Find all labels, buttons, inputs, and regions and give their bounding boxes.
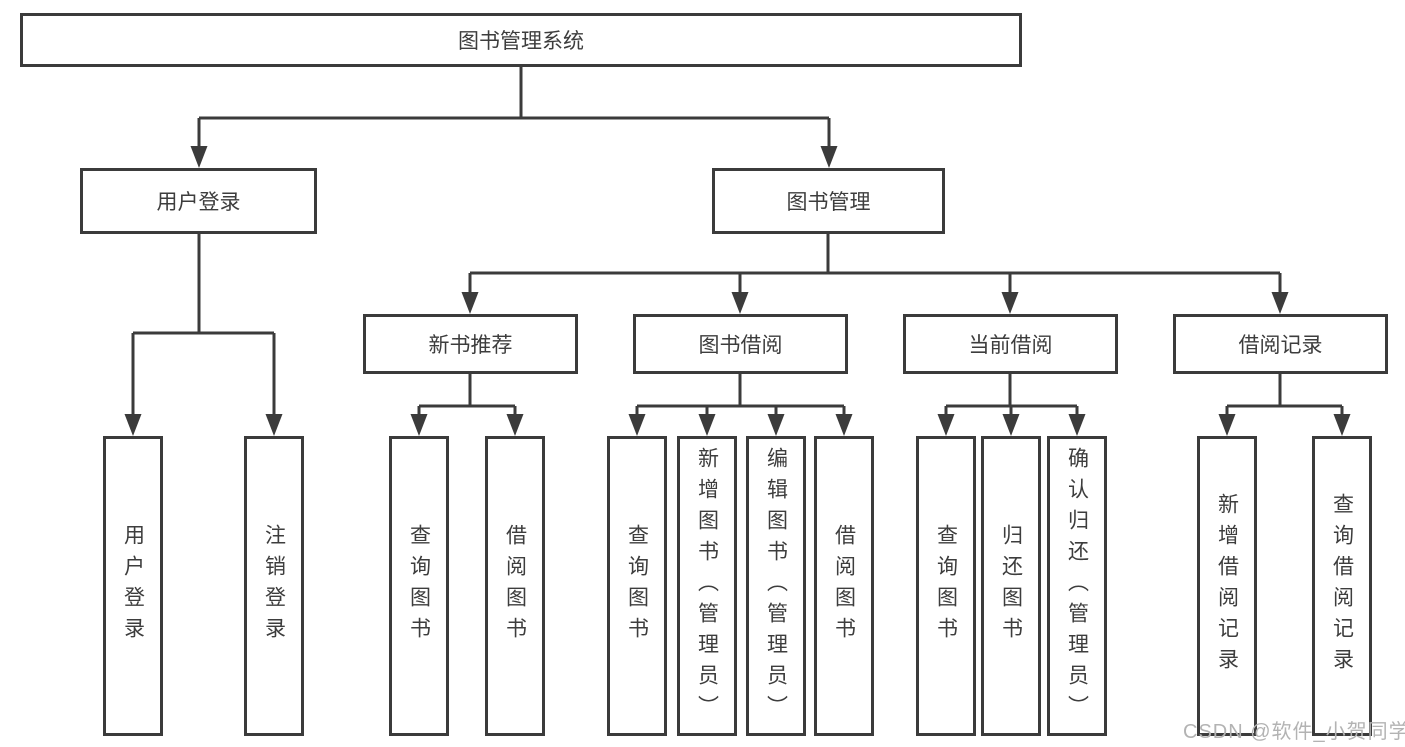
leaf-query-borrow-record-label: 查询借阅记录 (1330, 493, 1354, 679)
node-user-login-label: 用户登录 (156, 191, 241, 214)
node-new-book-recommend: 新书推荐 (363, 314, 578, 374)
node-book-borrow: 图书借阅 (633, 314, 848, 374)
node-new-book-recommend-label: 新书推荐 (428, 334, 513, 357)
node-current-borrow-label: 当前借阅 (968, 334, 1053, 357)
leaf-query-books-2: 查询图书 (607, 436, 667, 736)
leaf-confirm-return-admin: 确认归还（管理员） (1047, 436, 1107, 736)
leaf-add-books-admin: 新增图书（管理员） (677, 436, 737, 736)
leaf-query-books-3: 查询图书 (916, 436, 976, 736)
node-root: 图书管理系统 (20, 13, 1022, 67)
leaf-query-books-1: 查询图书 (389, 436, 449, 736)
leaf-add-books-admin-label: 新增图书（管理员） (695, 446, 719, 726)
watermark-text: CSDN @软件_小贺同学 (1183, 721, 1405, 743)
node-book-management: 图书管理 (712, 168, 945, 234)
leaf-query-books-3-label: 查询图书 (934, 524, 958, 648)
leaf-query-books-1-label: 查询图书 (407, 524, 431, 648)
leaf-logout-label: 注销登录 (262, 524, 286, 648)
leaf-query-books-2-label: 查询图书 (625, 524, 649, 648)
node-current-borrow: 当前借阅 (903, 314, 1118, 374)
leaf-query-borrow-record: 查询借阅记录 (1312, 436, 1372, 736)
leaf-confirm-return-admin-label: 确认归还（管理员） (1065, 446, 1089, 726)
leaf-add-borrow-record: 新增借阅记录 (1197, 436, 1257, 736)
leaf-edit-books-admin-label: 编辑图书（管理员） (764, 446, 788, 726)
leaf-logout: 注销登录 (244, 436, 304, 736)
leaf-return-books-label: 归还图书 (999, 524, 1023, 648)
leaf-borrow-books-1-label: 借阅图书 (503, 524, 527, 648)
leaf-borrow-books-1: 借阅图书 (485, 436, 545, 736)
leaf-borrow-books-2: 借阅图书 (814, 436, 874, 736)
node-root-label: 图书管理系统 (458, 30, 584, 53)
node-borrow-records-label: 借阅记录 (1238, 334, 1323, 357)
leaf-user-login: 用户登录 (103, 436, 163, 736)
node-book-borrow-label: 图书借阅 (698, 334, 783, 357)
leaf-edit-books-admin: 编辑图书（管理员） (746, 436, 806, 736)
leaf-borrow-books-2-label: 借阅图书 (832, 524, 856, 648)
leaf-add-borrow-record-label: 新增借阅记录 (1215, 493, 1239, 679)
node-borrow-records: 借阅记录 (1173, 314, 1388, 374)
node-user-login: 用户登录 (80, 168, 317, 234)
leaf-user-login-label: 用户登录 (121, 524, 145, 648)
leaf-return-books: 归还图书 (981, 436, 1041, 736)
node-book-management-label: 图书管理 (786, 191, 871, 214)
